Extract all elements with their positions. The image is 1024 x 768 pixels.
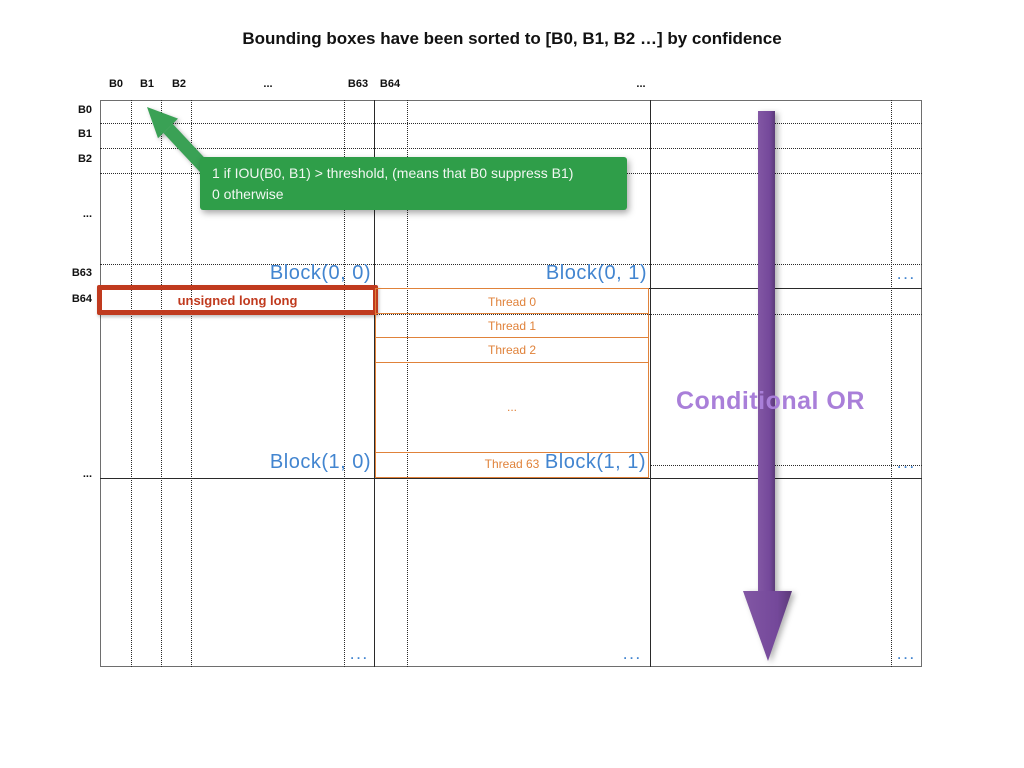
grid-vline-dotted — [131, 100, 132, 667]
col-label-b0: B0 — [108, 78, 124, 90]
thread-row-divider — [375, 362, 649, 363]
block-ellipsis: ... — [350, 648, 370, 662]
block-ellipsis: ... — [623, 648, 643, 662]
row-label-ellipsis: ... — [82, 468, 92, 480]
conditional-or-label: Conditional OR — [676, 387, 865, 415]
iou-tooltip-line1: 1 if IOU(B0, B1) > threshold, (means tha… — [212, 165, 574, 181]
grid-vline-dotted — [161, 100, 162, 667]
matrix-grid-frame — [100, 100, 922, 667]
block-1-1-label: Block(1, 1) — [544, 451, 646, 473]
row-label-b2: B2 — [77, 153, 92, 165]
row-label-b64: B64 — [71, 293, 92, 305]
grid-hline-block-boundary — [100, 478, 922, 479]
col-label-b64: B64 — [379, 78, 401, 90]
block-1-0-label: Block(1, 0) — [269, 451, 371, 473]
thread-row-divider — [375, 337, 649, 338]
grid-vline-block-boundary — [374, 100, 375, 667]
grid-vline-dotted — [191, 100, 192, 667]
col-label-b1: B1 — [139, 78, 155, 90]
thread-ellipsis-label: ... — [506, 400, 518, 414]
thread-block-outline — [375, 288, 649, 478]
block-ellipsis: ... — [897, 457, 917, 471]
grid-vline-dotted — [407, 100, 408, 667]
block-ellipsis: ... — [897, 268, 917, 282]
grid-hline-dotted — [100, 148, 922, 149]
thread-row-divider — [375, 452, 649, 453]
col-label-b2: B2 — [171, 78, 187, 90]
thread-row-divider — [375, 313, 649, 314]
grid-vline-dotted — [891, 100, 892, 667]
col-label-ellipsis: ... — [263, 78, 273, 90]
thread-1-label: Thread 1 — [487, 319, 537, 333]
iou-tooltip: 1 if IOU(B0, B1) > threshold, (means tha… — [200, 157, 627, 210]
thread-0-label: Thread 0 — [487, 295, 537, 309]
col-label-b63: B63 — [347, 78, 369, 90]
grid-vline-dotted — [344, 100, 345, 667]
row-label-b0: B0 — [77, 104, 92, 116]
unsigned-long-long-box: unsigned long long — [97, 285, 378, 315]
col-label-ellipsis: ... — [636, 78, 646, 90]
block-ellipsis: ... — [897, 648, 917, 662]
block-0-1-label: Block(0, 1) — [545, 262, 647, 284]
grid-hline-dotted-partial — [650, 465, 922, 466]
block-0-0-label: Block(0, 0) — [269, 262, 371, 284]
unsigned-long-long-label: unsigned long long — [177, 292, 298, 308]
row-label-b1: B1 — [77, 128, 92, 140]
diagram-title: Bounding boxes have been sorted to [B0, … — [242, 29, 782, 48]
row-label-b63: B63 — [71, 267, 92, 279]
grid-hline-dotted — [100, 264, 922, 265]
grid-vline-block-boundary — [650, 100, 651, 667]
iou-tooltip-line2: 0 otherwise — [212, 186, 284, 202]
grid-hline-dotted — [100, 123, 922, 124]
thread-63-label: Thread 63 — [484, 457, 540, 471]
row-label-ellipsis: ... — [82, 208, 92, 220]
thread-2-label: Thread 2 — [487, 343, 537, 357]
grid-hline-dotted — [100, 314, 922, 315]
